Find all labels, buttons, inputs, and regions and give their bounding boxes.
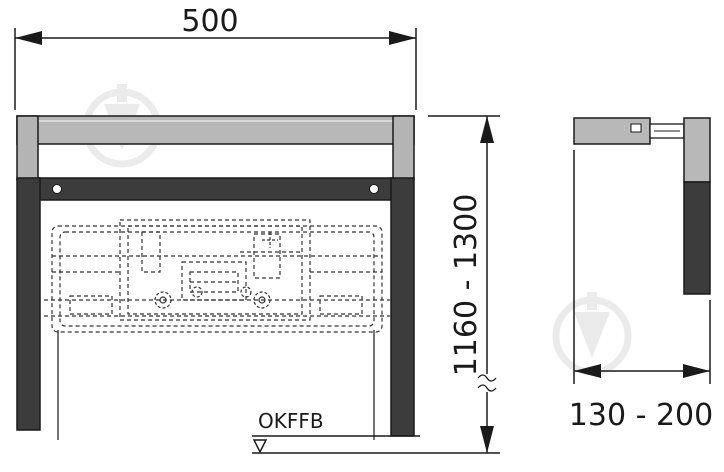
height-dimension-label: 1160 - 1300 — [449, 194, 484, 377]
depth-arrow-right — [683, 364, 710, 378]
frame-post-lower-left — [16, 177, 41, 431]
width-arrow-left — [15, 31, 42, 45]
height-arrow-top — [480, 116, 494, 143]
width-arrow-right — [389, 31, 416, 45]
frame-crossbar — [37, 177, 394, 201]
side-view-bracket — [573, 117, 711, 295]
break-mark-icon — [477, 374, 497, 382]
height-arrow-bottom — [480, 426, 494, 453]
width-dimension-label: 500 — [181, 4, 238, 39]
depth-dimension-label: 130 - 200 — [569, 398, 713, 433]
height-dimension: 1160 - 1300 — [428, 115, 500, 453]
floor-level-triangle-icon — [252, 439, 268, 454]
depth-dimension: 130 - 200 — [569, 150, 713, 433]
floor-reference-label: OKFFB — [258, 409, 324, 433]
width-dimension: 500 — [14, 4, 417, 110]
bracket-post-lower — [683, 181, 711, 295]
hidden-fittings — [154, 232, 278, 309]
frame-top-rail — [16, 115, 415, 145]
frame-post-upper-right — [392, 115, 415, 181]
frame-post-upper-left — [16, 115, 39, 181]
hidden-cistern-outline — [44, 219, 390, 333]
floor-reference: OKFFB — [252, 409, 500, 454]
watermark-logo-right — [552, 292, 632, 376]
depth-arrow-left — [574, 364, 601, 378]
mounting-hole-right — [369, 184, 379, 194]
frame-post-lower-right — [390, 177, 415, 437]
bracket-slot — [630, 123, 642, 133]
mounting-hole-left — [52, 184, 62, 194]
bracket-post-upper — [683, 117, 711, 183]
